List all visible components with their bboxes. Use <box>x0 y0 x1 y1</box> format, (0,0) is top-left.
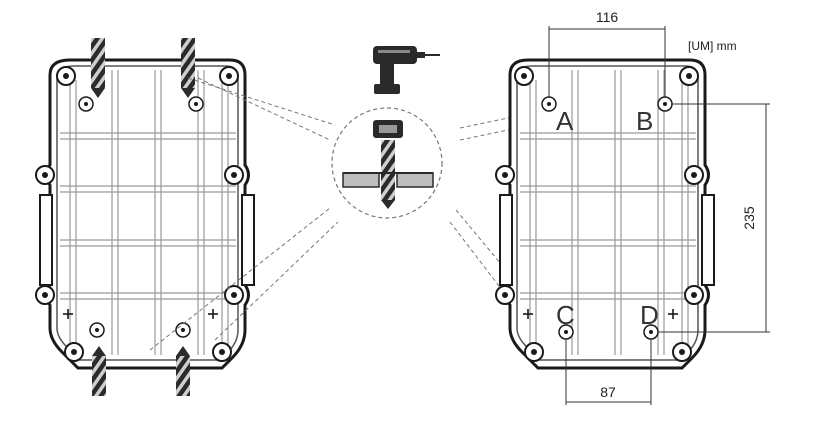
screw-icon <box>176 346 190 396</box>
dimension-lines <box>548 26 770 405</box>
units-label: [UM] mm <box>688 39 737 53</box>
screw-icon <box>181 38 195 98</box>
hole-label-d: D <box>640 300 659 330</box>
drill-icon <box>373 46 440 94</box>
dimension-height: 235 <box>741 206 757 230</box>
screw-icon <box>91 38 105 98</box>
right-enclosure: A B C D <box>495 58 715 370</box>
drill-through-detail-icon <box>331 107 443 219</box>
dimension-bottom-width: 87 <box>600 384 616 400</box>
dimension-top-width: 116 <box>596 9 619 25</box>
hole-label-b: B <box>636 106 653 136</box>
screw-icon <box>92 346 106 396</box>
left-enclosure <box>35 38 255 396</box>
hole-label-a: A <box>556 106 574 136</box>
hole-label-c: C <box>556 300 575 330</box>
